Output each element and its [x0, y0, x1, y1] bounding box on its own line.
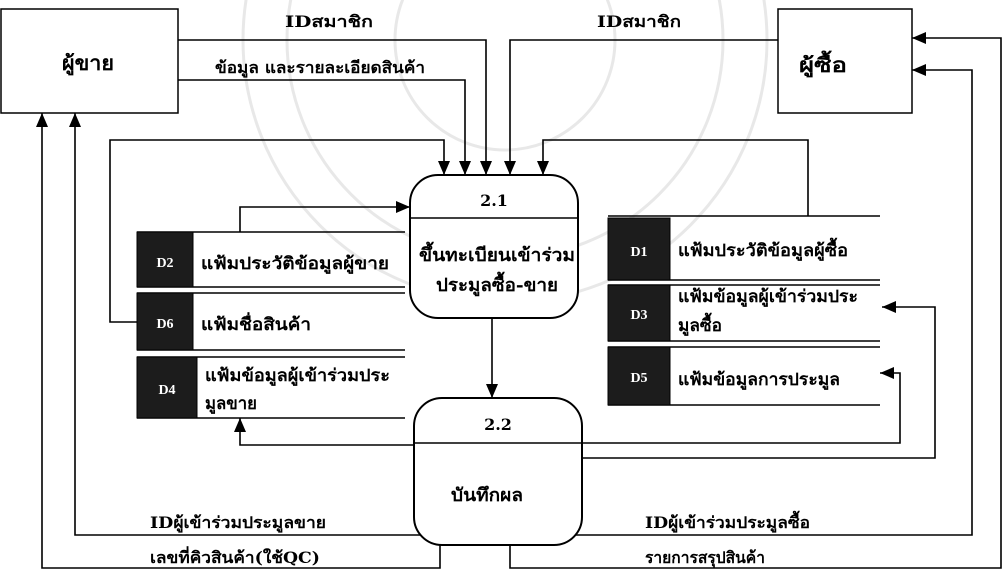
flow-label-seller-queue-no: เลขที่คิวสินค้า(ใช้QC): [150, 546, 320, 567]
entity-seller-label: ผู้ขาย: [62, 51, 114, 77]
data-store-d3-label-line1: แฟ้มข้อมูลผู้เข้าร่วมประ: [678, 287, 858, 308]
data-store-d1-id: D1: [630, 245, 647, 260]
data-store-d6-id-box: [136, 292, 194, 351]
flow-buyer-bidder-id-arrow: [576, 64, 973, 536]
entity-buyer-label: ผู้ซื้อ: [799, 50, 847, 79]
process-2-1-name-line1: ขึ้นทะเบียนเข้าร่วม: [419, 241, 575, 266]
flow-label-buyer-summary: รายการสรุปสินค้า: [645, 548, 765, 568]
flow-2-2-to-d4-arrow: [234, 418, 414, 446]
data-store-d3-id: D3: [630, 308, 647, 323]
data-store-d6-label: แฟ้มชื่อสินค้า: [201, 312, 311, 335]
flow-seller-queue-no-arrow: [36, 113, 441, 569]
flow-buyer-summary-arrow: [509, 32, 1002, 569]
data-store-d6: D6 แฟ้มชื่อสินค้า: [136, 292, 405, 351]
data-store-d2-id: D2: [156, 256, 173, 271]
data-store-d5-id: D5: [630, 371, 647, 386]
entity-buyer: ผู้ซื้อ: [777, 8, 913, 114]
data-store-d4: D4 แฟ้มข้อมูลผู้เข้าร่วมประ มูลขาย: [136, 356, 405, 419]
entity-seller: ผู้ขาย: [0, 8, 179, 114]
flow-label-buyer-bidder-id: IDผู้เข้าร่วมประมูลซื้อ: [645, 510, 810, 534]
process-2-1: 2.1 ขึ้นทะเบียนเข้าร่วม ประมูลซื้อ-ขาย: [409, 174, 579, 319]
flow-d1-to-2-1-arrow: [537, 139, 809, 216]
data-store-d1-id-box: [607, 217, 671, 281]
flow-2-2-to-d3-arrow: [582, 301, 936, 459]
data-store-d5-id-box: [607, 346, 671, 406]
data-store-d4-label-line1: แฟ้มข้อมูลผู้เข้าร่วมประ: [205, 366, 390, 387]
flow-seller-member-id-arrow: [178, 39, 492, 175]
process-2-2-id: 2.2: [484, 415, 512, 434]
data-store-d2-label: แฟ้มประวัติข้อมูลผู้ขาย: [201, 254, 389, 275]
process-2-1-id: 2.1: [480, 191, 508, 210]
flow-seller-product-details-arrow: [178, 79, 471, 175]
process-2-2-box: [413, 397, 583, 546]
data-store-d3: D3 แฟ้มข้อมูลผู้เข้าร่วมประ มูลซื้อ: [607, 284, 880, 342]
data-store-d5-label: แฟ้มข้อมูลการประมูล: [678, 370, 840, 391]
data-store-d3-id-box: [607, 284, 671, 342]
data-store-d4-id: D4: [158, 383, 175, 398]
flow-label-seller-product-details: ข้อมูล และรายละเอียดสินค้า: [215, 58, 425, 79]
flow-2-2-to-d5-arrow: [582, 367, 901, 444]
flow-buyer-member-id-arrow: [504, 39, 778, 175]
flow-label-seller-member-id: IDสมาชิก: [285, 12, 373, 31]
process-2-2: 2.2 บันทึกผล: [413, 397, 583, 546]
data-store-d6-id: D6: [156, 317, 173, 332]
process-2-1-name-line2: ประมูลซื้อ-ขาย: [436, 271, 558, 297]
data-store-d1-label: แฟ้มประวัติข้อมูลผู้ซื้อ: [678, 237, 848, 262]
flow-d2-to-2-1-arrow: [239, 201, 410, 232]
data-store-d4-id-box: [136, 356, 198, 419]
entity-buyer-box: [777, 8, 913, 114]
flow-seller-bidder-id-arrow: [69, 113, 421, 536]
process-2-2-name: บันทึกผล: [451, 485, 523, 506]
data-store-d4-label-line2: มูลขาย: [205, 394, 257, 415]
flow-label-seller-bidder-id: IDผู้เข้าร่วมประมูลขาย: [150, 513, 326, 534]
data-store-d2: D2 แฟ้มประวัติข้อมูลผู้ขาย: [136, 231, 405, 288]
data-store-d3-label-line2: มูลซื้อ: [678, 312, 722, 337]
data-store-d1: D1 แฟ้มประวัติข้อมูลผู้ซื้อ: [607, 215, 880, 281]
flow-label-buyer-member-id: IDสมาชิก: [597, 12, 681, 31]
flow-d6-to-2-1-arrow: [109, 139, 450, 323]
data-store-d2-id-box: [136, 231, 194, 288]
watermark-emblem-ring: [393, 0, 617, 152]
entity-seller-box: [0, 8, 179, 114]
data-store-d5: D5 แฟ้มข้อมูลการประมูล: [607, 346, 880, 406]
process-2-1-box: [409, 174, 579, 319]
